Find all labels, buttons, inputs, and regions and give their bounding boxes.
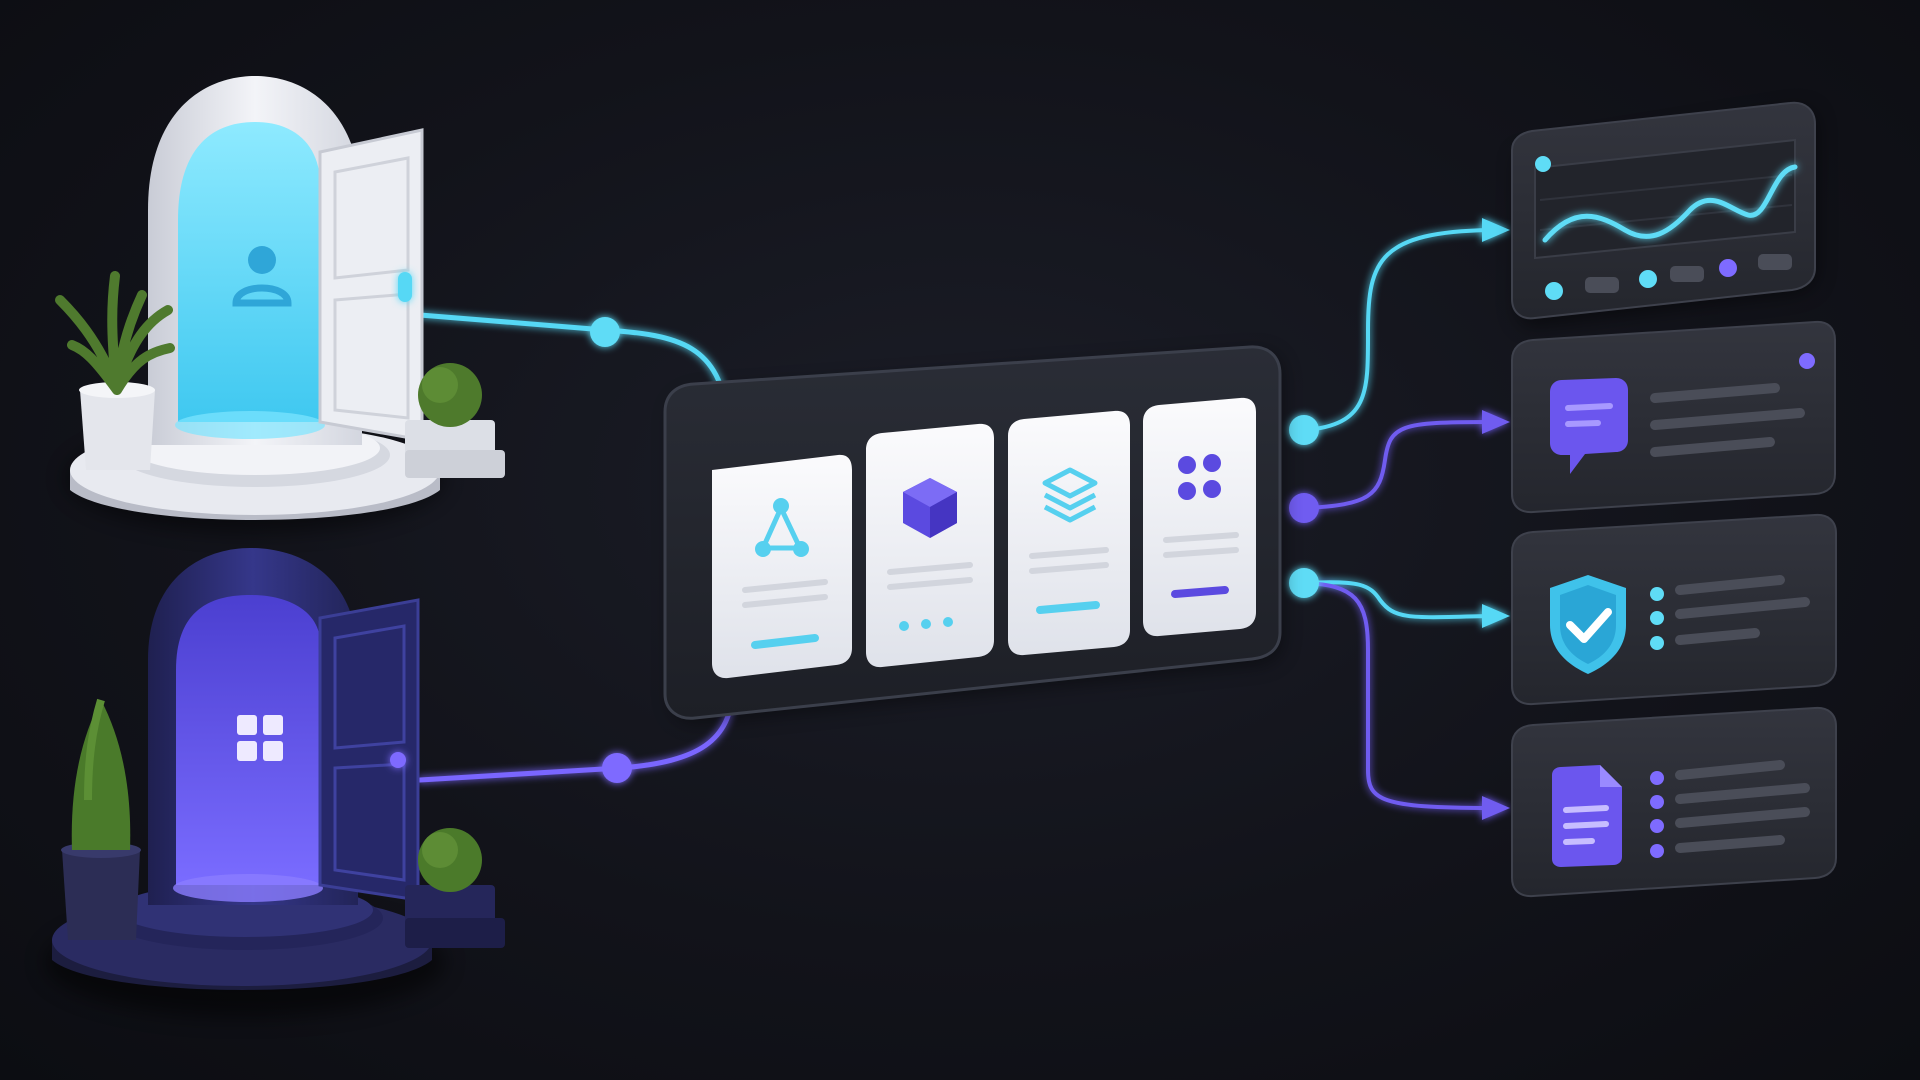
hub-module-card (866, 423, 994, 668)
line-chart-icon (1542, 164, 1798, 243)
connector-nodes (590, 317, 1319, 783)
arrow-into-chart-panel-icon (1482, 218, 1510, 242)
hub-module-card (712, 454, 852, 679)
hub-output-node-1 (1289, 415, 1319, 445)
connector-node-grid (602, 753, 632, 783)
shield-check-icon (1550, 575, 1626, 674)
door-handle (398, 272, 412, 302)
entry-door-user (55, 76, 505, 533)
hexagon-cube-icon (903, 478, 957, 538)
hub-module-card (1143, 397, 1256, 637)
shrub-right (405, 363, 505, 478)
document-icon (1552, 765, 1622, 867)
hub-output-node-3 (1289, 568, 1319, 598)
central-hub (663, 345, 1282, 723)
connector-hub-to-shield-panel (1303, 580, 1492, 620)
layers-icon (1042, 467, 1098, 523)
network-icon (755, 498, 809, 557)
arrow-into-chat-panel-icon (1482, 410, 1510, 434)
door-handle (390, 752, 406, 768)
arrow-into-shield-panel-icon (1482, 604, 1510, 628)
panel-body (1511, 320, 1836, 514)
output-panel-shield (1511, 513, 1837, 706)
doorway-glow (178, 122, 320, 422)
user-icon (232, 246, 292, 307)
entry-door-grid (45, 548, 505, 1017)
connector-hub-to-chart-panel (1303, 228, 1492, 432)
apps-grid-icon (1178, 454, 1221, 500)
shrub-right (405, 828, 505, 948)
connector-hub-to-document-panel (1303, 581, 1492, 810)
output-panel-chat (1511, 320, 1836, 514)
connector-hub-to-chat-panel (1303, 420, 1492, 510)
potted-topiary-left (61, 698, 141, 940)
output-panel-chart (1511, 101, 1816, 326)
chat-bubble-icon (1550, 378, 1628, 474)
hub-output-node-2 (1289, 493, 1319, 523)
arrow-into-document-panel-icon (1482, 796, 1510, 820)
grid-icon (237, 715, 283, 761)
hub-module-card (1008, 410, 1130, 656)
output-panel-document (1511, 706, 1837, 898)
potted-plant-left (55, 271, 175, 470)
doorway-glow (176, 595, 320, 885)
connector-node-user (590, 317, 620, 347)
